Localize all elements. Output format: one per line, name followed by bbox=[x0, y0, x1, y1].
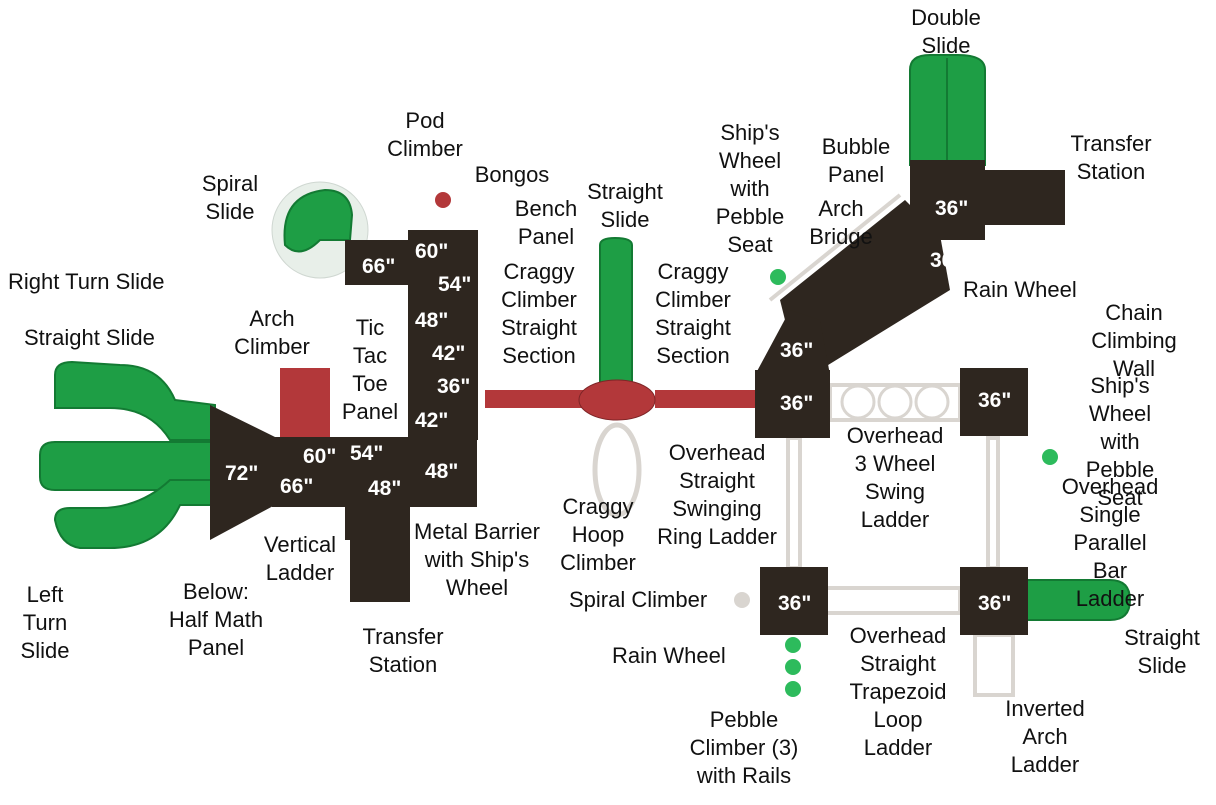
label-pod-climber: Pod Climber bbox=[387, 108, 463, 161]
label-craggy-hoop-climber: Craggy Hoop Climber bbox=[560, 494, 636, 575]
deck-66a bbox=[345, 240, 410, 285]
deck-label-36d: 36" bbox=[780, 339, 813, 362]
connectors bbox=[280, 170, 1065, 697]
pebble-1 bbox=[785, 637, 801, 653]
deck-label-48c: 48" bbox=[425, 460, 458, 483]
pebble-3 bbox=[785, 681, 801, 697]
pod-climber bbox=[435, 192, 451, 208]
deck-label-36c: 36" bbox=[930, 249, 963, 272]
label-transfer-station-top: Transfer Station bbox=[1070, 131, 1152, 184]
label-spiral-climber: Spiral Climber bbox=[569, 587, 708, 612]
decks bbox=[210, 160, 1028, 635]
deck-label-36h: 36" bbox=[978, 592, 1011, 615]
deck-label-42a: 42" bbox=[432, 342, 465, 365]
label-ships-wheel-pebble-seat-top: Ship's Wheel with Pebble Seat bbox=[715, 120, 785, 257]
deck-label-66a: 66" bbox=[362, 255, 395, 278]
deck-lower bbox=[272, 437, 477, 507]
label-straight-slide-center: Straight Slide bbox=[587, 179, 663, 232]
deck-label-36a: 36" bbox=[437, 375, 470, 398]
overhead-swinging-ring bbox=[786, 436, 802, 570]
deck-36f bbox=[960, 368, 1028, 436]
label-transfer-station-bottom: Transfer Station bbox=[362, 624, 444, 677]
label-metal-barrier: Metal Barrier with Ship's Wheel bbox=[414, 519, 540, 600]
craggy-straight-left bbox=[485, 390, 585, 408]
straight-slide-right bbox=[1024, 579, 1132, 621]
deck-label-36e: 36" bbox=[780, 392, 813, 415]
label-double-slide: Double Slide bbox=[911, 5, 981, 58]
deck-label-36b: 36" bbox=[935, 197, 968, 220]
label-pebble-climber: Pebble Climber (3) with Rails bbox=[689, 707, 799, 788]
deck-label-60b: 60" bbox=[303, 445, 336, 468]
label-craggy-straight-right: Craggy Climber Straight Section bbox=[655, 259, 731, 368]
deck-label-36g: 36" bbox=[778, 592, 811, 615]
label-chain-climbing-wall: Chain Climbing Wall bbox=[1091, 300, 1177, 381]
deck-label-42b: 42" bbox=[415, 409, 448, 432]
deck-label-36f: 36" bbox=[978, 389, 1011, 412]
deck-label-48a: 48" bbox=[415, 309, 448, 332]
inverted-arch-ladder bbox=[973, 633, 1015, 697]
label-rain-wheel-top: Rain Wheel bbox=[963, 277, 1077, 302]
transfer-station-bottom bbox=[350, 540, 410, 602]
craggy-straight-right bbox=[655, 390, 755, 408]
spiral-climber bbox=[734, 592, 750, 608]
deck-36d bbox=[755, 310, 830, 375]
label-right-turn-slide: Right Turn Slide bbox=[8, 269, 165, 294]
arch-bridge bbox=[780, 200, 950, 370]
label-ships-wheel-pebble-seat-right: Ship's Wheel with Pebble Seat bbox=[1085, 373, 1155, 510]
label-tic-tac-toe-panel: Tic Tac Toe Panel bbox=[341, 315, 399, 424]
label-below-half-math: Below: Half Math Panel bbox=[168, 579, 264, 660]
label-arch-bridge: Arch Bridge bbox=[809, 196, 873, 249]
deck-label-54b: 54" bbox=[350, 442, 383, 465]
deck-label-60a: 60" bbox=[415, 240, 448, 263]
deck-tower bbox=[408, 230, 478, 440]
deck-48b bbox=[345, 505, 410, 540]
label-overhead-3-wheel: Overhead 3 Wheel Swing Ladder bbox=[846, 423, 944, 532]
transfer-station-top bbox=[985, 170, 1065, 225]
straight-slide-center bbox=[599, 236, 633, 386]
label-craggy-straight-left: Craggy Climber Straight Section bbox=[501, 259, 577, 368]
deck-labels: 66" 60" 54" 48" 42" 36" 42" 72" 60" 54" … bbox=[225, 197, 1011, 615]
label-straight-slide-right: Straight Slide bbox=[1124, 625, 1200, 678]
label-left-turn-slide: Left Turn Slide bbox=[20, 582, 70, 663]
label-rain-wheel-bottom: Rain Wheel bbox=[612, 643, 726, 668]
deck-36e bbox=[755, 370, 830, 438]
label-bongos: Bongos bbox=[474, 162, 550, 187]
craggy-hoop-climber bbox=[592, 422, 642, 518]
label-overhead-trapezoid: Overhead Straight Trapezoid Loop Ladder bbox=[849, 623, 947, 760]
deck-36g bbox=[760, 567, 828, 635]
deck-label-72: 72" bbox=[225, 462, 258, 485]
label-vertical-ladder: Vertical Ladder bbox=[263, 532, 337, 585]
pebble-2 bbox=[785, 659, 801, 675]
label-bubble-panel: Bubble Panel bbox=[821, 134, 891, 187]
label-bench-panel: Bench Panel bbox=[514, 196, 578, 249]
overhead-single-parallel bbox=[986, 436, 1000, 570]
left-slides bbox=[39, 360, 216, 549]
deck-36b bbox=[910, 160, 985, 240]
label-spiral-slide: Spiral Slide bbox=[201, 171, 259, 224]
deck-label-66b: 66" bbox=[280, 475, 313, 498]
slides bbox=[39, 54, 1132, 621]
label-overhead-single-parallel: Overhead Single Parallel Bar Ladder bbox=[1061, 474, 1159, 611]
deck-label-48b: 48" bbox=[368, 477, 401, 500]
deck-label-54a: 54" bbox=[438, 273, 471, 296]
label-overhead-swinging-ring: Overhead Straight Swinging Ring Ladder bbox=[657, 440, 777, 549]
arch-climber bbox=[280, 368, 330, 438]
craggy-hub bbox=[578, 379, 656, 421]
deck-72 bbox=[210, 405, 275, 540]
label-arch-climber: Arch Climber bbox=[234, 306, 310, 359]
overhead-trapezoid bbox=[823, 586, 962, 615]
label-straight-slide-left: Straight Slide bbox=[24, 325, 155, 350]
label-inverted-arch-ladder: Inverted Arch Ladder bbox=[1005, 696, 1085, 777]
pebble-seat-top bbox=[770, 269, 786, 285]
pebble-seat-right bbox=[1042, 449, 1058, 465]
deck-36h bbox=[960, 567, 1028, 635]
